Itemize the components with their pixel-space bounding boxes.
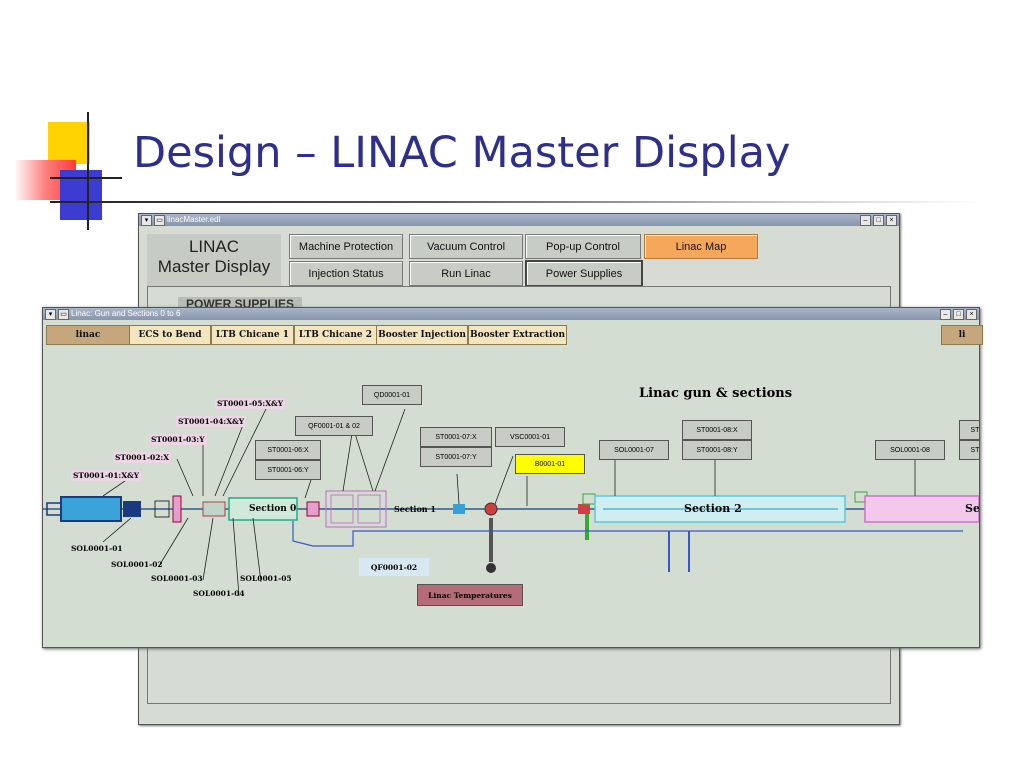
tab-booster-extraction[interactable]: Booster Extraction — [468, 325, 567, 345]
window-title: linacMaster.edl — [167, 215, 221, 224]
close-icon[interactable]: × — [966, 309, 977, 320]
linac-gun-window: ▾ ▭ Linac: Gun and Sections 0 to 6 – □ ×… — [42, 307, 983, 648]
title-rule — [50, 201, 980, 203]
slide-title: Design – LINAC Master Display — [133, 128, 791, 178]
st-partial-button-1[interactable]: ST — [959, 420, 979, 440]
injection-status-button[interactable]: Injection Status — [289, 261, 403, 286]
tab-linac[interactable]: linac — [46, 325, 130, 345]
section-2-label: Section 2 — [684, 502, 742, 515]
steering-label: ST0001-05:X&Y — [215, 398, 286, 409]
steering-label: ST0001-04:X&Y — [176, 416, 247, 427]
solenoid-label: SOL0001-03 — [151, 574, 203, 583]
steering-label: ST0001-02:X — [113, 452, 172, 463]
st0001-08-y-button[interactable]: ST0001-08:Y — [682, 440, 752, 460]
solenoid-label: SOL0001-02 — [111, 560, 163, 569]
window-pin-icon[interactable]: ▭ — [58, 308, 69, 320]
solenoid-label: SOL0001-01 — [71, 544, 123, 553]
deco-yellow-square — [48, 122, 90, 164]
st0001-07-y-button[interactable]: ST0001-07:Y — [420, 447, 492, 467]
section-1-label: Section 1 — [394, 504, 436, 514]
section-heading: Linac gun & sections — [639, 386, 793, 401]
steering-label: ST0001-01:X&Y — [71, 470, 142, 481]
close-icon[interactable]: × — [886, 215, 897, 226]
power-supplies-button[interactable]: Power Supplies — [525, 260, 643, 287]
beamline-canvas: Linac gun & sections ST0001-05:X&Y ST000… — [43, 346, 979, 646]
window-pin-icon[interactable]: ▭ — [154, 214, 165, 226]
st0001-07-x-button[interactable]: ST0001-07:X — [420, 427, 492, 447]
minimize-icon[interactable]: – — [860, 215, 871, 226]
deco-horizontal-line — [50, 177, 122, 179]
tab-ecs-to-bend[interactable]: ECS to Bend — [129, 325, 211, 345]
st0001-08-x-button[interactable]: ST0001-08:X — [682, 420, 752, 440]
qf0001-02-label: QF0001-02 — [359, 558, 429, 576]
section-3-label: Se — [965, 502, 979, 515]
qf0001-01-02-button[interactable]: QF0001-01 & 02 — [295, 416, 373, 436]
qd0001-01-button[interactable]: QD0001-01 — [362, 385, 422, 405]
run-linac-button[interactable]: Run Linac — [409, 261, 523, 286]
maximize-icon[interactable]: □ — [873, 215, 884, 226]
window-menu-icon[interactable]: ▾ — [45, 308, 56, 320]
maximize-icon[interactable]: □ — [953, 309, 964, 320]
tab-ltb-chicane-2[interactable]: LTB Chicane 2 — [294, 325, 377, 345]
header-line-2: Master Display — [157, 257, 271, 276]
section-0-label: Section 0 — [249, 504, 297, 514]
linac-map-button[interactable]: Linac Map — [644, 234, 758, 259]
tab-li[interactable]: li — [941, 325, 983, 345]
sol0001-08-button[interactable]: SOL0001-08 — [875, 440, 945, 460]
steering-label: ST0001-03:Y — [149, 434, 207, 445]
window-titlebar[interactable]: ▾ ▭ Linac: Gun and Sections 0 to 6 – □ × — [43, 308, 979, 320]
window-menu-icon[interactable]: ▾ — [141, 214, 152, 226]
deco-vertical-line — [87, 112, 89, 230]
b0001-01-button[interactable]: B0001-01 — [515, 454, 585, 474]
beamline-diagram — [43, 406, 979, 597]
solenoid-label: SOL0001-05 — [240, 574, 292, 583]
tab-booster-injection[interactable]: Booster Injection — [376, 325, 468, 345]
minimize-icon[interactable]: – — [940, 309, 951, 320]
vsc0001-01-button[interactable]: VSC0001-01 — [495, 427, 565, 447]
st-partial-button-2[interactable]: ST — [959, 440, 979, 460]
solenoid-label: SOL0001-04 — [193, 589, 245, 598]
master-display-header: LINAC Master Display — [147, 234, 281, 286]
vacuum-control-button[interactable]: Vacuum Control — [409, 234, 523, 259]
tab-ltb-chicane-1[interactable]: LTB Chicane 1 — [211, 325, 294, 345]
popup-control-button[interactable]: Pop-up Control — [525, 234, 641, 259]
window-title: Linac: Gun and Sections 0 to 6 — [71, 309, 181, 318]
power-supplies-label: POWER SUPPLIES — [178, 297, 303, 307]
machine-protection-button[interactable]: Machine Protection — [289, 234, 403, 259]
sol0001-07-button[interactable]: SOL0001-07 — [599, 440, 669, 460]
st0001-06-x-button[interactable]: ST0001-06:X — [255, 440, 321, 460]
st0001-06-y-button[interactable]: ST0001-06:Y — [255, 460, 321, 480]
header-line-1: LINAC — [188, 237, 240, 256]
linac-temperatures-button[interactable]: Linac Temperatures — [417, 584, 523, 606]
window-titlebar[interactable]: ▾ ▭ linacMaster.edl – □ × — [139, 214, 899, 226]
